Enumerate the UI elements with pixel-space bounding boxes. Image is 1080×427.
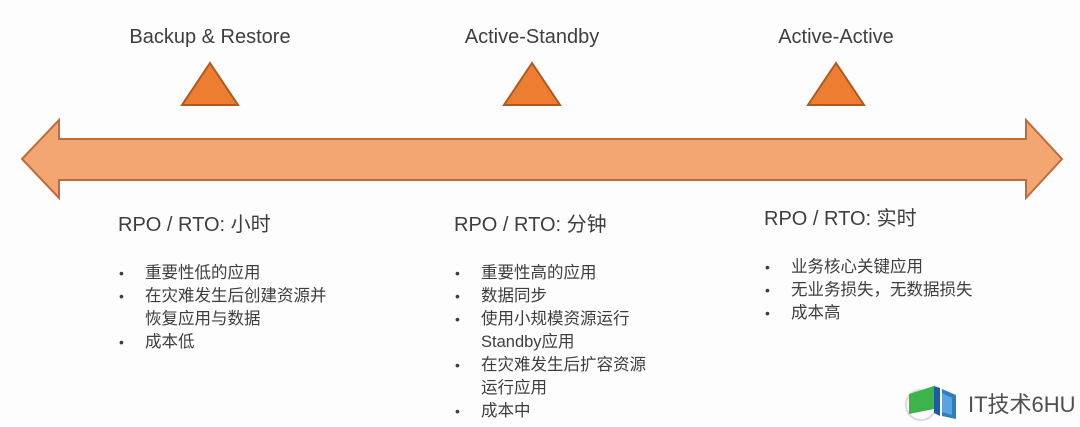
bullet-text: 无业务损失，无数据损失 — [791, 281, 973, 299]
triangle-up-icon — [806, 61, 866, 106]
list-item: 重要性高的应用 — [452, 262, 712, 285]
bullet-text: 在灾难发生后创建资源并 恢复应用与数据 — [145, 287, 327, 328]
stage-label-backup-restore: Backup & Restore — [129, 26, 291, 48]
list-item: 成本高 — [762, 302, 1052, 325]
watermark-text: IT技术6HU — [968, 392, 1076, 417]
bullet-text: 重要性高的应用 — [481, 264, 597, 282]
list-item: 在灾难发生后扩容资源 运行应用 — [452, 354, 712, 400]
bullet-text: 重要性低的应用 — [145, 264, 261, 282]
list-item: 在灾难发生后创建资源并 恢复应用与数据 — [116, 285, 386, 331]
stage-bullet-list: 重要性高的应用 数据同步 使用小规模资源运行 Standby应用 在灾难发生后扩… — [452, 262, 712, 423]
stage-bullet-list: 业务核心关键应用 无业务损失，无数据损失 成本高 — [762, 256, 1052, 325]
list-item: 无业务损失，无数据损失 — [762, 279, 1052, 302]
list-item: 使用小规模资源运行 Standby应用 — [452, 308, 712, 354]
bullet-text: 在灾难发生后扩容资源 运行应用 — [481, 356, 646, 397]
triangle-up-icon — [502, 61, 562, 106]
stage-label-active-standby: Active-Standby — [464, 26, 600, 48]
rpo-rto-heading: RPO / RTO: 小时 — [118, 214, 271, 236]
triangle-up-icon — [180, 61, 240, 106]
rpo-rto-heading: RPO / RTO: 实时 — [764, 208, 917, 230]
stage-detail-active-active: RPO / RTO: 实时 业务核心关键应用 无业务损失，无数据损失 成本高 — [762, 206, 1052, 325]
watermark: IT技术6HU — [903, 383, 1076, 423]
bullet-text: 业务核心关键应用 — [791, 258, 923, 276]
stage-bullet-list: 重要性低的应用 在灾难发生后创建资源并 恢复应用与数据 成本低 — [116, 262, 386, 354]
list-item: 成本低 — [116, 331, 386, 354]
bullet-text: 使用小规模资源运行 Standby应用 — [481, 310, 630, 351]
list-item: 数据同步 — [452, 285, 712, 308]
stage-detail-backup-restore: RPO / RTO: 小时 重要性低的应用 在灾难发生后创建资源并 恢复应用与数… — [116, 212, 386, 354]
bullet-text: 成本中 — [481, 402, 531, 420]
list-item: 业务核心关键应用 — [762, 256, 1052, 279]
list-item: 重要性低的应用 — [116, 262, 386, 285]
bullet-text: 成本低 — [145, 333, 195, 351]
bullet-text: 成本高 — [791, 304, 841, 322]
stage-detail-active-standby: RPO / RTO: 分钟 重要性高的应用 数据同步 使用小规模资源运行 Sta… — [452, 212, 712, 423]
list-item: 成本中 — [452, 400, 712, 423]
bullet-text: 数据同步 — [481, 287, 547, 305]
open-book-logo-icon — [905, 386, 956, 421]
rpo-rto-heading: RPO / RTO: 分钟 — [454, 214, 607, 236]
stage-label-active-active: Active-Active — [778, 26, 894, 48]
